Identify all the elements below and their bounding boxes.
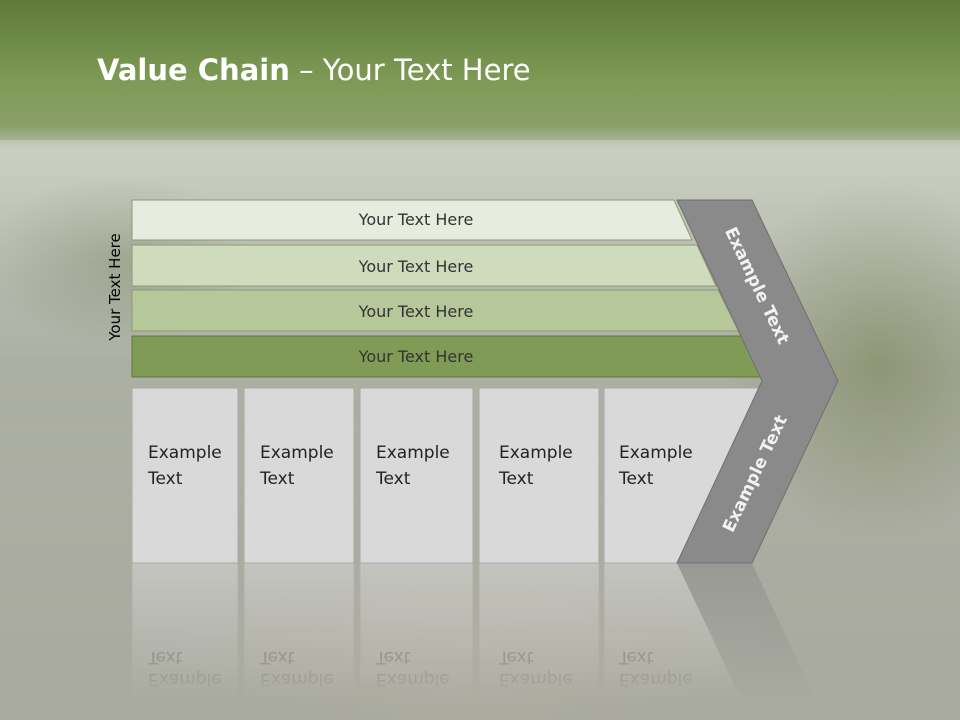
activity-box-1 <box>131 387 239 564</box>
activity-box-3-line1: Example <box>376 443 450 463</box>
reflection-text-4: Text <box>498 647 534 667</box>
activity-box-1-line1: Example <box>148 443 222 463</box>
reflection-example-4: Example <box>499 669 573 689</box>
reflection: Text Text Text Text Text Example Example… <box>131 562 825 720</box>
activity-box-5-line1: Example <box>619 443 693 463</box>
reflection-text-2: Text <box>259 647 295 667</box>
reflection-example-2: Example <box>260 669 334 689</box>
activity-box-5-line2: Text <box>618 469 654 489</box>
bar-2-label: Your Text Here <box>358 257 474 276</box>
margin-chevron <box>676 199 839 564</box>
activity-box-4 <box>478 387 600 564</box>
reflection-example-1: Example <box>148 669 222 689</box>
title-bold: Value Chain <box>97 53 290 87</box>
bar-4-label: Your Text Here <box>358 347 474 366</box>
activity-box-2-line2: Text <box>259 469 295 489</box>
bar-2 <box>131 244 717 287</box>
reflection-text-3: Text <box>375 647 411 667</box>
slide-title: Value Chain – Your Text Here <box>97 53 531 87</box>
reflection-example-3: Example <box>376 669 450 689</box>
activity-box-3 <box>359 387 474 564</box>
activity-box-2-line1: Example <box>260 443 334 463</box>
activity-box-4-line1: Example <box>499 443 573 463</box>
activity-box-1-line2: Text <box>147 469 183 489</box>
reflection-text-5: Text <box>618 647 654 667</box>
activity-box-2 <box>243 387 355 564</box>
bar-1-label: Your Text Here <box>358 210 474 229</box>
activity-box-4-line2: Text <box>498 469 534 489</box>
title-rest: – Your Text Here <box>289 53 531 87</box>
bar-1 <box>131 199 693 241</box>
reflection-example-5: Example <box>619 669 693 689</box>
bar-3-label: Your Text Here <box>358 302 474 321</box>
reflection-text-1: Text <box>147 647 183 667</box>
activity-box-3-line2: Text <box>375 469 411 489</box>
